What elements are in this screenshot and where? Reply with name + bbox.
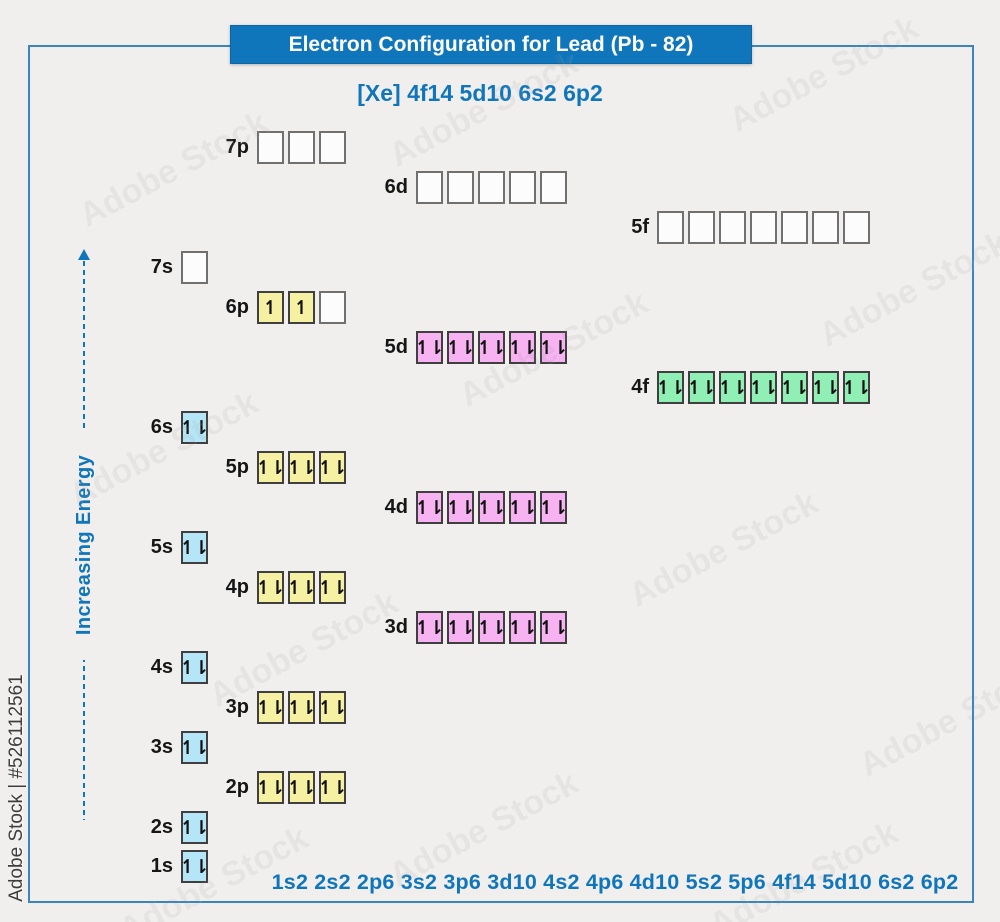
orbital-box-4d-3-pair: ↿⇂: [477, 491, 506, 524]
stock-id-watermark: Adobe Stock | #526112561: [6, 674, 27, 902]
orbital-box-4s-1-pair: ↿⇂: [180, 651, 209, 684]
orbital-box-5d-2-pair: ↿⇂: [446, 331, 475, 364]
orbital-box-7p-2-empty: [288, 131, 315, 164]
energy-axis-label: Increasing Energy: [72, 430, 96, 660]
orbital-box-5d-3-pair: ↿⇂: [477, 331, 506, 364]
full-configuration-text: 1s2 2s2 2p6 3s2 3p6 3d10 4s2 4p6 4d10 5s…: [271, 870, 959, 894]
orbital-box-6s-1-pair: ↿⇂: [180, 411, 209, 444]
orbital-box-4f-4-pair: ↿⇂: [749, 371, 778, 404]
orbital-box-6p-3-empty: [319, 291, 346, 324]
orbital-box-7p-1-empty: [257, 131, 284, 164]
orbital-box-6d-5-empty: [540, 171, 567, 204]
orbital-box-6d-2-empty: [447, 171, 474, 204]
orbital-box-5d-1-pair: ↿⇂: [415, 331, 444, 364]
orbital-box-1s-1-pair: ↿⇂: [180, 850, 209, 883]
orbital-box-5f-4-empty: [750, 211, 777, 244]
orbital-box-6d-3-empty: [478, 171, 505, 204]
orbital-box-3d-5-pair: ↿⇂: [539, 611, 568, 644]
orbital-box-5f-1-empty: [657, 211, 684, 244]
orbital-label-3s: 3s: [150, 736, 173, 758]
orbital-box-4p-2-pair: ↿⇂: [287, 571, 316, 604]
orbital-box-4p-3-pair: ↿⇂: [318, 571, 347, 604]
orbital-label-6d: 6d: [384, 176, 408, 198]
orbital-box-2s-1-pair: ↿⇂: [180, 811, 209, 844]
orbital-label-1s: 1s: [150, 855, 173, 877]
orbital-label-7p: 7p: [225, 136, 249, 158]
orbital-box-5d-5-pair: ↿⇂: [539, 331, 568, 364]
orbital-label-2p: 2p: [225, 776, 249, 798]
orbital-box-2p-2-pair: ↿⇂: [287, 771, 316, 804]
orbital-box-4f-7-pair: ↿⇂: [842, 371, 871, 404]
orbital-label-5p: 5p: [225, 456, 249, 478]
orbital-box-5f-5-empty: [781, 211, 808, 244]
orbital-box-5f-6-empty: [812, 211, 839, 244]
orbital-label-5f: 5f: [631, 216, 649, 238]
orbital-label-4s: 4s: [150, 656, 173, 678]
orbital-box-2p-1-pair: ↿⇂: [256, 771, 285, 804]
orbital-box-4f-3-pair: ↿⇂: [718, 371, 747, 404]
orbital-box-5p-3-pair: ↿⇂: [318, 451, 347, 484]
orbital-label-5s: 5s: [150, 536, 173, 558]
orbital-box-5p-2-pair: ↿⇂: [287, 451, 316, 484]
orbital-box-6d-1-empty: [416, 171, 443, 204]
orbital-label-4d: 4d: [384, 496, 408, 518]
orbital-label-2s: 2s: [150, 816, 173, 838]
orbital-label-4f: 4f: [631, 376, 649, 398]
energy-axis-arrowhead-icon: [78, 249, 90, 260]
orbital-box-6d-4-empty: [509, 171, 536, 204]
orbital-box-6p-1-single: ↿: [257, 291, 284, 324]
orbital-box-5f-2-empty: [688, 211, 715, 244]
orbital-box-4f-1-pair: ↿⇂: [656, 371, 685, 404]
orbital-box-4d-2-pair: ↿⇂: [446, 491, 475, 524]
orbital-label-3p: 3p: [225, 696, 249, 718]
title-banner: Electron Configuration for Lead (Pb - 82…: [230, 25, 752, 64]
orbital-label-6p: 6p: [225, 296, 249, 318]
energy-axis-dashed-line-lower: [83, 648, 85, 820]
noble-gas-configuration: [Xe] 4f14 5d10 6s2 6p2: [357, 80, 603, 106]
orbital-box-3p-3-pair: ↿⇂: [318, 691, 347, 724]
orbital-box-3d-4-pair: ↿⇂: [508, 611, 537, 644]
orbital-box-7s-1-empty: [181, 251, 208, 284]
orbital-box-7p-3-empty: [319, 131, 346, 164]
orbital-label-7s: 7s: [150, 256, 173, 278]
orbital-box-5p-1-pair: ↿⇂: [256, 451, 285, 484]
orbital-box-3s-1-pair: ↿⇂: [180, 731, 209, 764]
orbital-box-4p-1-pair: ↿⇂: [256, 571, 285, 604]
orbital-box-4f-6-pair: ↿⇂: [811, 371, 840, 404]
orbital-label-4p: 4p: [225, 576, 249, 598]
orbital-box-4d-5-pair: ↿⇂: [539, 491, 568, 524]
orbital-label-3d: 3d: [384, 616, 408, 638]
orbital-box-3d-3-pair: ↿⇂: [477, 611, 506, 644]
orbital-box-4f-2-pair: ↿⇂: [687, 371, 716, 404]
page-title: Electron Configuration for Lead (Pb - 82…: [288, 32, 694, 56]
orbital-box-3p-2-pair: ↿⇂: [287, 691, 316, 724]
orbital-box-4d-4-pair: ↿⇂: [508, 491, 537, 524]
orbital-box-4d-1-pair: ↿⇂: [415, 491, 444, 524]
energy-axis-dashed-line-upper: [83, 261, 85, 429]
orbital-box-4f-5-pair: ↿⇂: [780, 371, 809, 404]
orbital-box-5f-3-empty: [719, 211, 746, 244]
orbital-box-5f-7-empty: [843, 211, 870, 244]
orbital-label-5d: 5d: [384, 336, 408, 358]
orbital-box-5s-1-pair: ↿⇂: [180, 531, 209, 564]
orbital-label-6s: 6s: [150, 416, 173, 438]
orbital-box-2p-3-pair: ↿⇂: [318, 771, 347, 804]
orbital-box-3d-1-pair: ↿⇂: [415, 611, 444, 644]
orbital-box-3d-2-pair: ↿⇂: [446, 611, 475, 644]
orbital-box-6p-2-single: ↿: [288, 291, 315, 324]
orbital-box-3p-1-pair: ↿⇂: [256, 691, 285, 724]
orbital-box-5d-4-pair: ↿⇂: [508, 331, 537, 364]
